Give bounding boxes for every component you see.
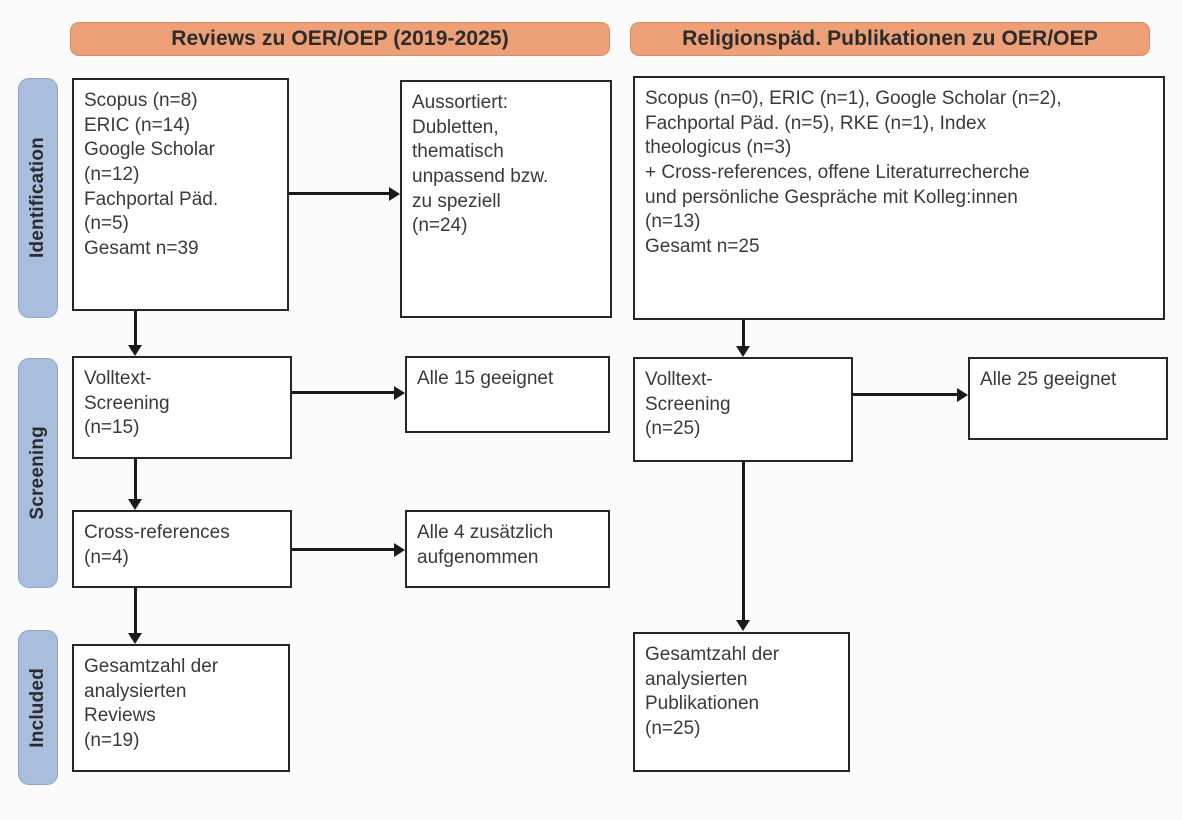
arrow-left-crossref-to-included: [128, 633, 142, 644]
connector-right-fulltext-to-included: [742, 462, 745, 620]
stage-pill-included: Included: [18, 630, 58, 785]
left-included-line-1: Gesamtzahl der: [84, 656, 219, 677]
left-included-line-3: Reviews: [84, 705, 156, 727]
left-crossref-box: Cross-references (n=4): [72, 510, 292, 588]
connector-right-sources-to-fulltext: [742, 320, 745, 348]
connector-left-fulltext-to-crossref: [134, 459, 137, 499]
left-included-box: Gesamtzahl der analysierten Reviews (n=1…: [72, 644, 290, 772]
connector-left-sources-to-excluded: [289, 192, 389, 195]
right-fulltext-line-3: (n=25): [645, 418, 701, 440]
left-sources-line-2: ERIC (n=14): [84, 114, 191, 136]
left-sources-box: Scopus (n=8) ERIC (n=14) Google Scholar …: [72, 78, 289, 311]
stage-pill-screening-label: Screening: [27, 426, 48, 520]
right-sources-line-7: Gesamt n=25: [645, 236, 760, 258]
arrow-left-sources-to-excluded: [389, 187, 400, 201]
right-included-line-2: analysierten: [645, 668, 748, 690]
right-sources-line-6: (n=13): [645, 211, 701, 233]
arrow-left-sources-to-fulltext: [128, 345, 142, 356]
right-included-line-1: Gesamtzahl der: [645, 644, 780, 665]
left-sources-line-4: (n=12): [84, 164, 140, 186]
connector-right-fulltext-to-result: [853, 393, 957, 396]
right-sources-line-3: theologicus (n=3): [645, 137, 792, 159]
right-included-line-3: Publikationen: [645, 693, 760, 715]
right-fulltext-line-2: Screening: [645, 393, 731, 415]
left-excluded-line-3: thematisch: [412, 141, 504, 163]
column-header-left-label: Reviews zu OER/OEP (2019-2025): [171, 27, 509, 50]
column-header-left: Reviews zu OER/OEP (2019-2025): [70, 22, 610, 56]
left-excluded-line-4: unpassend bzw.: [412, 166, 549, 188]
left-crossref-result-box: Alle 4 zusätzlich aufgenommen: [405, 510, 610, 588]
left-included-line-2: analysierten: [84, 680, 187, 702]
left-fulltext-result-box: Alle 15 geeignet: [405, 356, 610, 433]
left-crossref-line-2: (n=4): [84, 546, 129, 568]
left-fulltext-line-3: (n=15): [84, 417, 140, 439]
column-header-right: Religionspäd. Publikationen zu OER/OEP: [630, 22, 1150, 56]
stage-pill-screening: Screening: [18, 358, 58, 588]
right-sources-line-1: Scopus (n=0), ERIC (n=1), Google Scholar…: [645, 88, 1062, 109]
right-sources-box: Scopus (n=0), ERIC (n=1), Google Scholar…: [633, 76, 1165, 320]
left-crossref-result-line-2: aufgenommen: [417, 546, 539, 568]
left-fulltext-line-2: Screening: [84, 392, 170, 414]
left-excluded-line-1: Aussortiert:: [412, 92, 509, 113]
left-sources-line-7: Gesamt n=39: [84, 238, 199, 260]
arrow-right-sources-to-fulltext: [736, 346, 750, 357]
right-fulltext-result-line-1: Alle 25 geeignet: [980, 369, 1117, 390]
left-crossref-result-line-1: Alle 4 zusätzlich: [417, 522, 554, 543]
left-fulltext-result-line-1: Alle 15 geeignet: [417, 368, 554, 389]
right-fulltext-box: Volltext- Screening (n=25): [633, 357, 853, 462]
arrow-right-fulltext-to-included: [736, 620, 750, 631]
connector-left-fulltext-to-result: [292, 391, 394, 394]
right-sources-line-4: + Cross-references, offene Literaturrech…: [645, 162, 1030, 184]
left-sources-line-3: Google Scholar: [84, 139, 215, 161]
left-sources-line-6: (n=5): [84, 213, 129, 235]
stage-pill-identification-label: Identification: [27, 137, 48, 259]
right-sources-line-5: und persönliche Gespräche mit Kolleg:inn…: [645, 186, 1018, 208]
connector-left-crossref-to-included: [134, 588, 137, 633]
connector-left-sources-to-fulltext: [134, 311, 137, 345]
left-crossref-line-1: Cross-references: [84, 522, 230, 543]
right-included-line-4: (n=25): [645, 718, 701, 740]
left-sources-line-5: Fachportal Päd.: [84, 188, 219, 210]
arrow-left-crossref-to-result: [394, 543, 405, 557]
right-fulltext-result-box: Alle 25 geeignet: [968, 357, 1168, 440]
left-excluded-line-5: zu speziell: [412, 190, 501, 212]
left-fulltext-line-1: Volltext-: [84, 368, 152, 389]
right-fulltext-line-1: Volltext-: [645, 369, 713, 390]
left-fulltext-box: Volltext- Screening (n=15): [72, 356, 292, 459]
connector-left-crossref-to-result: [292, 548, 394, 551]
left-sources-line-1: Scopus (n=8): [84, 90, 198, 111]
arrow-left-fulltext-to-result: [394, 386, 405, 400]
arrow-right-fulltext-to-result: [957, 388, 968, 402]
right-sources-line-2: Fachportal Päd. (n=5), RKE (n=1), Index: [645, 112, 987, 134]
right-included-box: Gesamtzahl der analysierten Publikatione…: [633, 632, 850, 772]
left-included-line-4: (n=19): [84, 730, 140, 752]
left-excluded-box: Aussortiert: Dubletten, thematisch unpas…: [400, 80, 612, 318]
column-header-right-label: Religionspäd. Publikationen zu OER/OEP: [682, 27, 1098, 50]
stage-pill-included-label: Included: [27, 667, 48, 748]
arrow-left-fulltext-to-crossref: [128, 499, 142, 510]
stage-pill-identification: Identification: [18, 78, 58, 318]
left-excluded-line-6: (n=24): [412, 215, 468, 237]
left-excluded-line-2: Dubletten,: [412, 116, 499, 138]
